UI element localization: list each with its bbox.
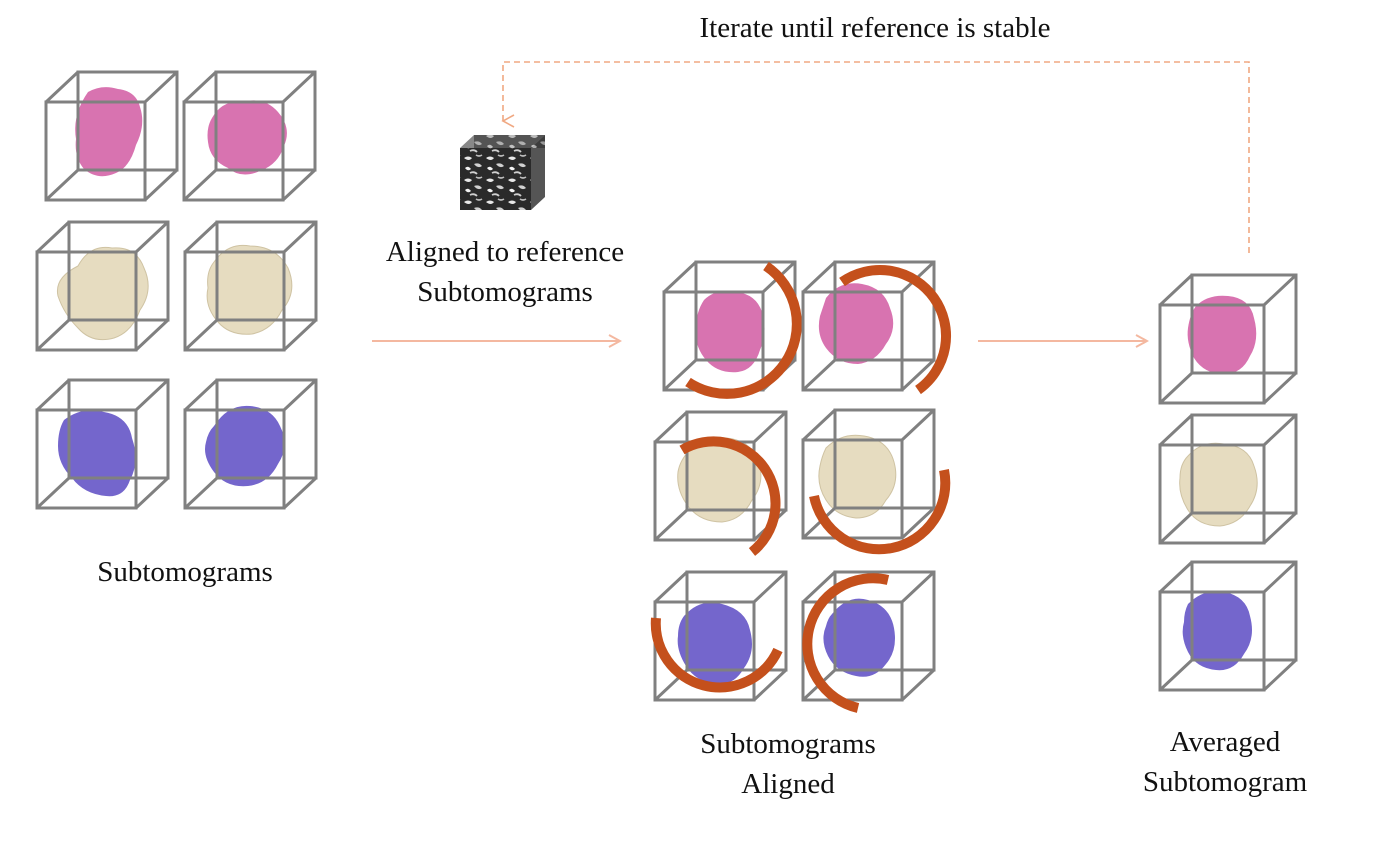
protein-density-icon (207, 100, 287, 175)
subtomograms-aligned-grid (650, 260, 951, 713)
protein-density-icon (1182, 591, 1252, 671)
protein-density-icon (206, 244, 293, 335)
averaged-subtomogram-box (1158, 560, 1298, 692)
averaged-line1: Averaged (1169, 726, 1281, 758)
aligned-to-reference-line1: Aligned to reference (385, 236, 625, 268)
rotation-arc-icon (809, 469, 951, 555)
rotation-arc-icon (839, 264, 951, 395)
protein-density-icon (677, 602, 752, 685)
subtomograms-label: Subtomograms (97, 556, 273, 588)
aligned-subtomogram-box (653, 410, 788, 556)
subtomograms-input-grid (35, 70, 318, 510)
iterate-label: Iterate until reference is stable (699, 12, 1051, 44)
protein-density-icon (205, 405, 285, 487)
aligned-subtomogram-box (801, 570, 936, 713)
subtomogram-box (44, 70, 179, 202)
subtomogram-box (182, 70, 317, 202)
protein-density-icon (695, 291, 765, 373)
averaged-subtomogram-box (1158, 413, 1298, 545)
aligned-subtomogram-box (801, 408, 951, 555)
iteration-loop-arrow (501, 61, 1250, 253)
rotation-arc-icon (685, 261, 802, 399)
aligned-to-reference-label: Aligned to reference Subtomograms (340, 232, 670, 312)
rotation-arc-icon (650, 617, 783, 693)
subtomogram-box (183, 378, 318, 510)
protein-density-icon (823, 598, 895, 677)
aligned-subtomogram-box (662, 260, 802, 399)
aligned-to-reference-line2: Subtomograms (417, 276, 593, 308)
rotation-arc-icon (802, 573, 890, 713)
protein-density-icon (75, 87, 143, 177)
subtomogram-box (35, 220, 170, 352)
protein-density-icon (56, 246, 149, 341)
protein-density-icon (58, 410, 136, 497)
subtomogram-box (183, 220, 318, 352)
averaged-line2: Subtomogram (1142, 766, 1308, 798)
protein-density-icon (818, 434, 897, 519)
aligned-subtomogram-box (650, 570, 788, 702)
subtomograms-aligned-label: Subtomograms Aligned (658, 724, 918, 804)
protein-density-icon (818, 283, 894, 364)
aligned-subtomogram-box (801, 260, 951, 395)
subtomograms-aligned-line1: Subtomograms (700, 728, 876, 760)
averaged-subtomogram-label: Averaged Subtomogram (1100, 722, 1350, 802)
subtomograms-aligned-line2: Aligned (741, 768, 835, 800)
rotation-arc-icon (679, 436, 781, 556)
subtomogram-box (35, 378, 170, 510)
reference-volume-icon (460, 135, 545, 210)
averaged-subtomogram-box (1158, 273, 1298, 405)
averaged-subtomogram-grid (1158, 273, 1298, 692)
protein-density-icon (1187, 295, 1257, 374)
